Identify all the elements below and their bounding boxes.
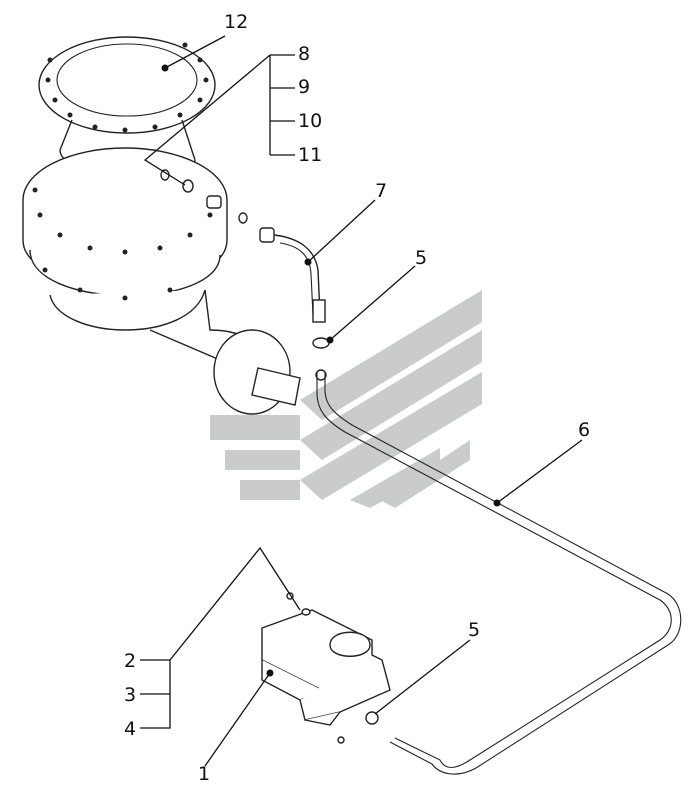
leader-lines [140, 35, 583, 767]
callout-5-lower: 5 [468, 619, 480, 641]
flexible-hose [273, 234, 326, 323]
callout-10: 10 [298, 110, 322, 132]
connector-upper [312, 337, 330, 381]
bolt-holes [32, 42, 213, 301]
callout-1: 1 [198, 763, 210, 785]
watermark-logo [210, 290, 482, 508]
valve-unit [261, 592, 391, 744]
callout-5-upper: 5 [415, 247, 427, 269]
flanged-housing [22, 36, 301, 415]
leader-dots [161, 64, 501, 677]
callout-8: 8 [298, 43, 310, 65]
callout-2: 2 [124, 650, 136, 672]
fittings-8-11 [160, 169, 275, 243]
tube [316, 372, 682, 775]
callout-12: 12 [224, 11, 248, 33]
callout-11: 11 [298, 144, 322, 166]
callout-9: 9 [298, 76, 310, 98]
callout-6: 6 [578, 419, 590, 441]
callout-4: 4 [124, 718, 136, 740]
callout-3: 3 [124, 684, 136, 706]
callout-7: 7 [375, 180, 387, 202]
callout-labels: 12 8 9 10 11 7 5 6 5 2 3 4 1 [124, 11, 590, 785]
